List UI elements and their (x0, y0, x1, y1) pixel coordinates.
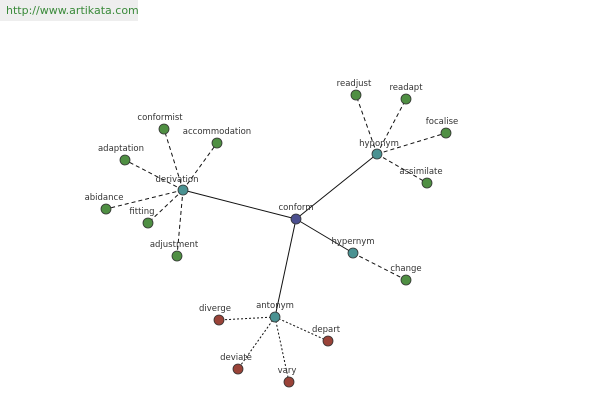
relation-node-hyponym-dot[interactable] (371, 148, 383, 160)
edge-derivation-abidance (105, 189, 184, 210)
word-node-deviate[interactable]: deviate (220, 353, 252, 375)
edge-antonym-deviate (237, 316, 276, 370)
edge-derivation-fitting (147, 189, 184, 224)
relation-node-hypernym[interactable]: hypernym (331, 237, 375, 259)
edge-derivation-accommodation (182, 142, 218, 191)
word-node-readjust-dot[interactable] (350, 89, 362, 101)
relation-node-derivation[interactable]: derivation (155, 175, 199, 196)
word-node-deviate-label: deviate (220, 353, 252, 363)
edge-hyponym-readjust (355, 94, 378, 155)
word-node-accommodation[interactable]: accommodation (183, 127, 251, 149)
edge-derivation-conformist (163, 128, 184, 191)
relation-node-antonym-dot[interactable] (269, 311, 281, 323)
word-node-depart[interactable]: depart (312, 325, 341, 347)
edge-hyponym-focalise (376, 132, 447, 155)
word-node-accommodation-label: accommodation (183, 127, 251, 137)
word-node-abidance-dot[interactable] (100, 203, 112, 215)
edge-derivation-adaptation (124, 159, 184, 191)
word-node-change[interactable]: change (390, 264, 422, 286)
relation-node-derivation-label: derivation (155, 175, 198, 185)
word-node-change-dot[interactable] (400, 274, 412, 286)
word-node-adaptation-dot[interactable] (119, 154, 131, 166)
edge-hyponym-assimilate (376, 153, 428, 184)
word-node-diverge-label: diverge (199, 304, 231, 314)
word-node-depart-dot[interactable] (322, 335, 334, 347)
graph-edges (105, 94, 447, 383)
relation-node-derivation-dot[interactable] (177, 184, 189, 196)
edge-hyponym-readapt (376, 98, 407, 155)
relation-node-hypernym-label: hypernym (331, 237, 374, 247)
word-node-abidance[interactable]: abidance (85, 193, 124, 215)
word-node-deviate-dot[interactable] (232, 363, 244, 375)
word-node-adaptation-label: adaptation (98, 144, 144, 154)
word-node-assimilate-label: assimilate (399, 167, 442, 177)
word-node-focalise-label: focalise (426, 117, 458, 127)
edge-antonym-diverge (218, 316, 276, 321)
word-node-readapt-dot[interactable] (400, 93, 412, 105)
edge-center-derivation (182, 189, 297, 220)
site-url-link[interactable]: http://www.artikata.com (0, 0, 139, 21)
word-node-adjustment-dot[interactable] (171, 250, 183, 262)
center-node-conform-label: conform (278, 203, 313, 213)
edge-antonym-depart (274, 316, 329, 342)
relation-node-hyponym-label: hyponym (359, 139, 399, 149)
word-node-focalise[interactable]: focalise (426, 117, 458, 139)
word-node-abidance-label: abidance (85, 193, 124, 203)
relation-node-hyponym[interactable]: hyponym (359, 139, 399, 160)
word-node-assimilate-dot[interactable] (421, 177, 433, 189)
word-node-readapt[interactable]: readapt (389, 83, 423, 105)
word-node-readapt-label: readapt (389, 83, 423, 93)
edge-center-antonym (274, 218, 297, 318)
word-node-readjust-label: readjust (337, 79, 372, 89)
word-node-adjustment-label: adjustment (150, 240, 199, 250)
center-node-conform[interactable]: conform (278, 203, 314, 225)
word-node-change-label: change (390, 264, 421, 274)
word-node-fitting-dot[interactable] (142, 217, 154, 229)
center-node-conform-dot[interactable] (290, 213, 302, 225)
word-node-adjustment[interactable]: adjustment (150, 240, 199, 262)
relation-node-antonym[interactable]: antonym (256, 301, 294, 323)
edge-center-hyponym (295, 153, 378, 220)
edge-center-hypernym (295, 218, 354, 254)
word-node-diverge[interactable]: diverge (199, 304, 231, 326)
edge-antonym-vary (274, 316, 290, 383)
word-node-assimilate[interactable]: assimilate (399, 167, 443, 189)
relation-node-hypernym-dot[interactable] (347, 247, 359, 259)
word-node-vary-label: vary (278, 366, 297, 376)
word-node-conformist-label: conformist (137, 113, 183, 123)
word-node-depart-label: depart (312, 325, 341, 335)
word-node-accommodation-dot[interactable] (211, 137, 223, 149)
word-node-vary-dot[interactable] (283, 376, 295, 388)
word-node-conformist[interactable]: conformist (137, 113, 183, 135)
word-node-fitting[interactable]: fitting (129, 207, 155, 229)
word-node-focalise-dot[interactable] (440, 127, 452, 139)
word-node-adaptation[interactable]: adaptation (98, 144, 144, 166)
word-node-diverge-dot[interactable] (213, 314, 225, 326)
edge-hypernym-change (352, 252, 407, 281)
word-node-vary[interactable]: vary (278, 366, 297, 388)
word-node-readjust[interactable]: readjust (337, 79, 372, 101)
relation-node-antonym-label: antonym (256, 301, 294, 311)
word-node-conformist-dot[interactable] (158, 123, 170, 135)
word-node-fitting-label: fitting (129, 207, 154, 217)
